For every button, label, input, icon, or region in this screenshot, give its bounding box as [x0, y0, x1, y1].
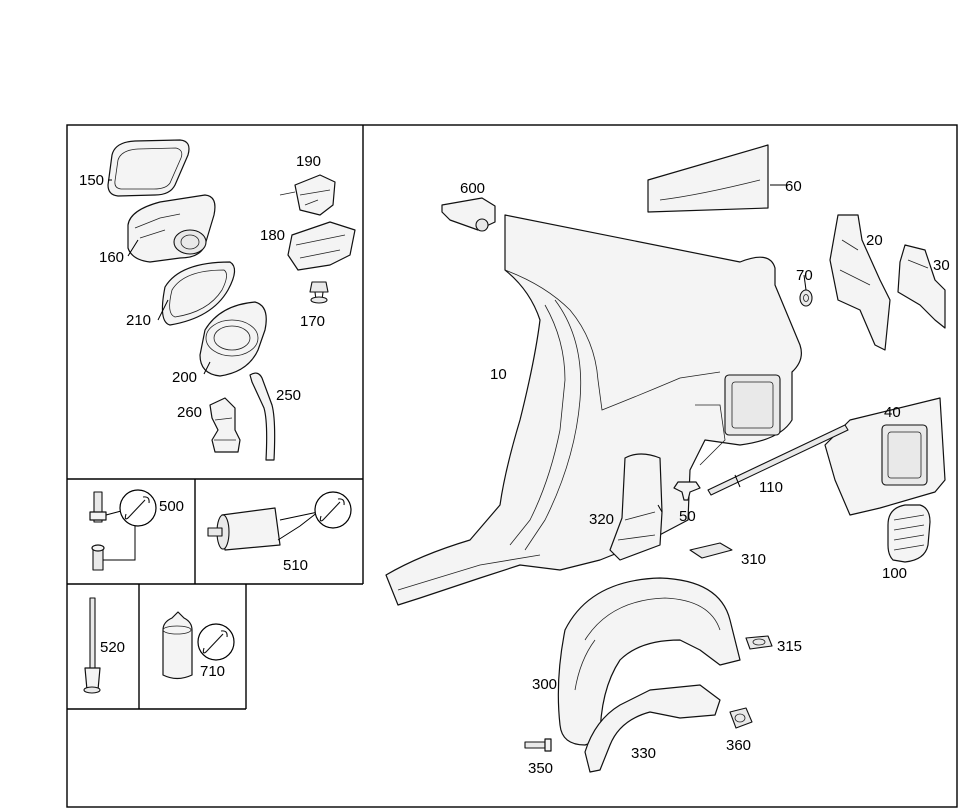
actuator-180[interactable] [287, 221, 356, 271]
reinforcement-20[interactable] [829, 214, 891, 351]
callout-210: 210 [126, 312, 151, 329]
grommet-70[interactable] [799, 289, 813, 307]
clip-50[interactable] [673, 481, 701, 501]
callout-200: 200 [172, 369, 197, 386]
bracket-600[interactable] [441, 197, 496, 232]
wrench-icon-710 [197, 623, 235, 661]
callout-300: 300 [532, 676, 557, 693]
callout-710: 710 [200, 663, 225, 680]
callout-310: 310 [741, 551, 766, 568]
leader-lines [108, 179, 807, 513]
spray-can-710[interactable] [162, 611, 193, 680]
callout-250: 250 [276, 387, 301, 404]
trim-strip-60[interactable] [647, 144, 769, 213]
seal-strip-110[interactable] [707, 424, 849, 496]
callout-50: 50 [679, 508, 696, 525]
callout-350: 350 [528, 760, 553, 777]
callout-70: 70 [796, 267, 813, 284]
seal-ring-210[interactable] [161, 261, 236, 326]
callout-360: 360 [726, 737, 751, 754]
callout-20: 20 [866, 232, 883, 249]
callout-labels: 150 190 160 180 210 170 200 250 260 500 … [79, 153, 950, 777]
drain-hose-250[interactable] [249, 372, 276, 461]
screw-170[interactable] [309, 281, 329, 304]
callout-150: 150 [79, 172, 104, 189]
callout-320: 320 [589, 511, 614, 528]
callout-40: 40 [884, 404, 901, 421]
callout-30: 30 [933, 257, 950, 274]
callout-330: 330 [631, 745, 656, 762]
callout-510: 510 [283, 557, 308, 574]
vent-grille-100[interactable] [887, 504, 931, 563]
actuator-190[interactable] [279, 174, 336, 216]
nut-315[interactable] [745, 635, 773, 650]
nut-360[interactable] [729, 707, 753, 729]
wrench-icon-510 [314, 491, 352, 529]
callout-315: 315 [777, 638, 802, 655]
wrench-icon-500 [119, 489, 157, 527]
callout-100: 100 [882, 565, 907, 582]
callout-520: 520 [100, 639, 125, 656]
fuel-filler-housing-160[interactable] [127, 194, 216, 263]
clip-260[interactable] [209, 397, 241, 453]
rubber-cup-200[interactable] [199, 301, 267, 377]
sealant-tube-510[interactable] [207, 507, 319, 551]
tail-light-panel-40[interactable] [824, 397, 946, 516]
cable-tie-520[interactable] [83, 597, 101, 694]
callout-60: 60 [785, 178, 802, 195]
bracket-30[interactable] [897, 244, 946, 329]
fuel-flap-150[interactable] [107, 139, 190, 197]
callout-10: 10 [490, 366, 507, 383]
callout-190: 190 [296, 153, 321, 170]
callout-500: 500 [159, 498, 184, 515]
callout-180: 180 [260, 227, 285, 244]
pad-310[interactable] [689, 542, 733, 559]
liner-extension-330[interactable] [584, 684, 721, 773]
callout-160: 160 [99, 249, 124, 266]
callout-260: 260 [177, 404, 202, 421]
panel-frames [66, 124, 958, 808]
wheel-liner-piece-320[interactable] [609, 453, 663, 561]
callout-170: 170 [300, 313, 325, 330]
screw-350[interactable] [524, 738, 552, 752]
callout-110: 110 [759, 479, 783, 496]
wheel-arch-liner-300[interactable] [557, 577, 741, 746]
quarter-panel-10[interactable] [385, 214, 802, 606]
callout-600: 600 [460, 180, 485, 197]
